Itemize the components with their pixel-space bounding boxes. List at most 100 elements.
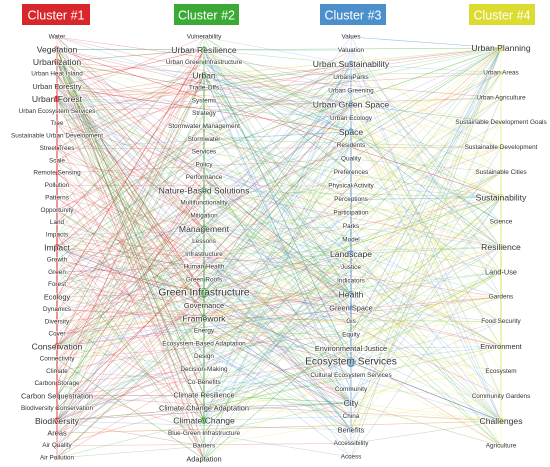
link-line <box>350 294 502 298</box>
link-line <box>56 247 205 268</box>
cluster-3-keyword-label: Valuation <box>338 47 365 54</box>
cluster-3-keyword-label: Values <box>341 34 360 41</box>
link-line <box>203 91 352 460</box>
link-line <box>350 294 502 422</box>
link-line <box>203 118 352 293</box>
cluster-2-keyword-dot <box>201 456 207 462</box>
link-line <box>203 126 502 322</box>
cluster-2-keyword-label: Stormwater Management <box>168 123 240 130</box>
link-line <box>56 253 352 422</box>
link-line <box>56 49 205 229</box>
link-line <box>350 72 502 309</box>
cluster-2-keyword-dot <box>200 187 208 194</box>
link-line <box>56 151 205 310</box>
link-line <box>56 307 352 347</box>
cluster-2-keyword-label: Blue-Green Infrastructure <box>168 430 241 437</box>
cluster-1-header-box <box>22 4 90 25</box>
cluster-1-keyword-label: Cover <box>48 331 66 338</box>
cluster-4-keyword-dot <box>499 319 503 324</box>
link-line <box>350 346 502 404</box>
link-line <box>56 86 205 293</box>
cluster-2-keyword-dot <box>202 99 206 103</box>
cluster-4-keyword-dot <box>499 220 503 225</box>
cluster-4-header-box <box>469 4 535 25</box>
link-line <box>350 63 502 273</box>
link-line <box>203 305 352 336</box>
link-line <box>203 145 352 383</box>
link-line <box>56 284 205 319</box>
link-line <box>203 147 502 230</box>
cluster-3-keyword-dot <box>347 250 355 258</box>
link-line <box>56 420 352 431</box>
link-line <box>56 63 352 211</box>
link-line <box>56 334 352 360</box>
link-line <box>350 346 502 363</box>
link-line <box>56 346 205 370</box>
link-line <box>56 294 352 323</box>
link-line <box>203 75 352 295</box>
link-line <box>203 118 352 191</box>
link-line <box>350 131 502 248</box>
link-line <box>350 63 502 74</box>
link-line <box>56 61 502 99</box>
cluster-3-keyword-dot <box>349 197 353 202</box>
link-line <box>56 284 205 306</box>
link-line <box>203 75 352 254</box>
link-line <box>56 234 205 460</box>
cluster-1-keyword-label: Tree <box>51 120 64 127</box>
cluster-3-keyword-dot <box>349 265 353 270</box>
link-line <box>203 394 352 404</box>
link-line <box>203 47 502 102</box>
link-line <box>203 122 502 294</box>
link-line <box>56 203 205 347</box>
cluster-4-keyword-dot <box>499 444 503 448</box>
cluster-1-keyword-dot <box>55 196 59 200</box>
link-line <box>56 294 352 335</box>
link-line <box>56 221 502 347</box>
link-line <box>203 113 352 363</box>
cluster-2-keyword-label: Performance <box>186 174 223 181</box>
link-line <box>56 272 205 332</box>
link-line <box>203 47 502 51</box>
link-line <box>56 49 502 198</box>
link-line <box>203 91 352 293</box>
cluster-2-keyword-label: Green Infrastructure <box>158 287 249 298</box>
cluster-2-keyword-label: Infrastructure <box>185 251 223 258</box>
cluster-1-keyword-dot <box>55 258 59 262</box>
link-line <box>56 86 205 408</box>
cluster-1-keyword-dot <box>55 208 59 213</box>
link-line <box>203 75 502 447</box>
link-line <box>56 147 502 248</box>
link-line <box>56 160 205 255</box>
link-line <box>56 49 205 63</box>
link-line <box>56 100 205 409</box>
link-line <box>350 91 502 397</box>
cluster-3-keyword-label: Equity <box>342 332 361 339</box>
cluster-2-keyword-label: Adaptation <box>186 455 221 464</box>
link-line <box>56 292 205 422</box>
link-line <box>56 228 205 397</box>
link-line <box>350 104 502 347</box>
link-line <box>56 318 205 446</box>
link-line <box>203 212 352 319</box>
link-line <box>56 104 352 422</box>
link-line <box>56 420 205 447</box>
link-line <box>203 280 352 357</box>
link-line <box>203 104 352 460</box>
cluster-4-keyword-label: Sustainable Cities <box>475 169 526 176</box>
link-line <box>203 49 502 447</box>
link-line <box>56 407 205 422</box>
link-line <box>203 202 352 295</box>
cluster-3-keyword-label: Justice <box>341 264 361 271</box>
link-line <box>350 197 502 200</box>
cluster-2-keyword-label: Mitigation <box>190 213 218 220</box>
link-line <box>56 47 502 459</box>
link-line <box>56 247 205 460</box>
link-line <box>350 131 502 322</box>
link-line <box>203 197 502 294</box>
link-line <box>350 47 502 349</box>
link-line <box>56 383 205 434</box>
link-line <box>203 139 352 173</box>
cluster-1-keyword-label: Urban Forestry <box>32 82 82 91</box>
link-line <box>56 247 205 306</box>
